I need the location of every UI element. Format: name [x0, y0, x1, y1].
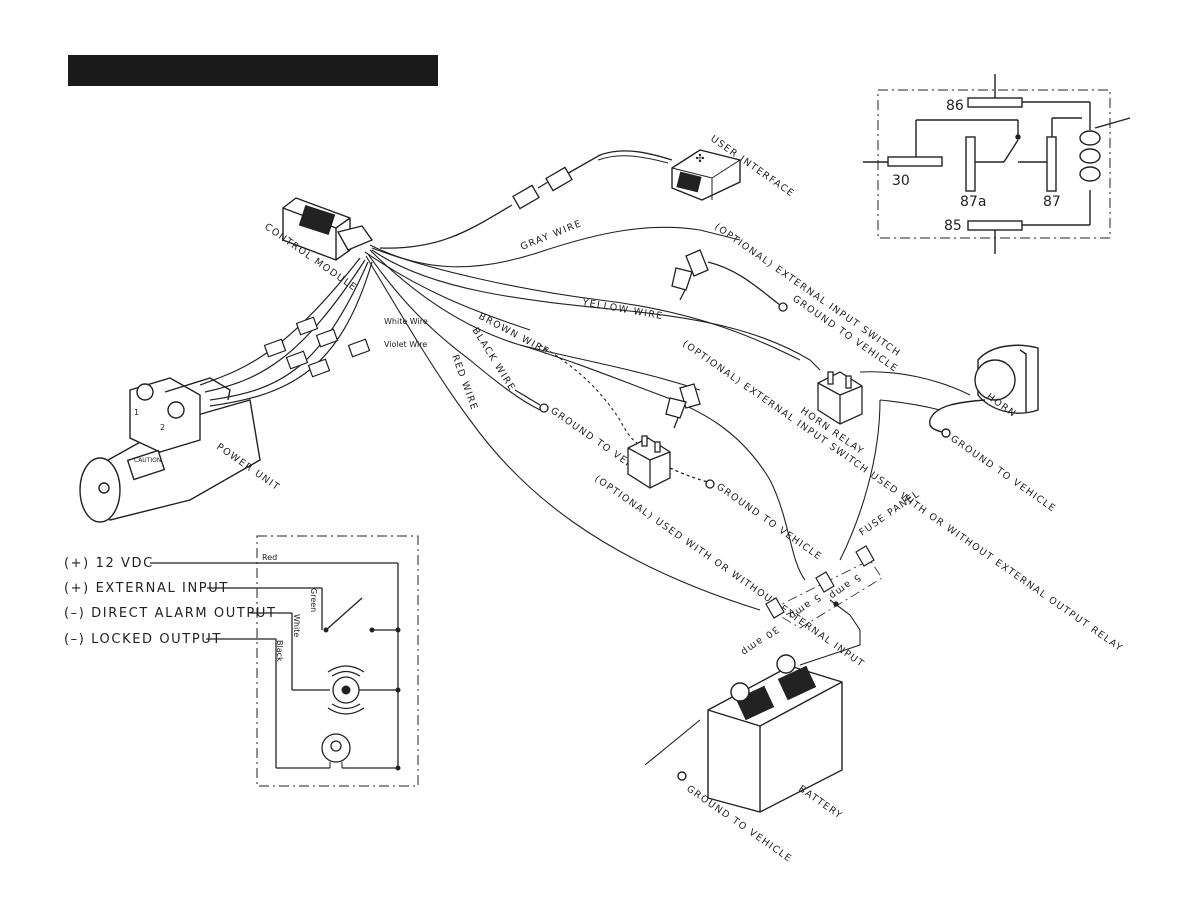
- schematic-box: [150, 535, 419, 787]
- header-bar: [68, 55, 438, 86]
- svg-text:CAUTION: CAUTION: [134, 457, 161, 464]
- ground-label-1: GROUND TO VEHICLE: [790, 293, 900, 374]
- relay-terminal-87: 87: [1043, 194, 1061, 210]
- wire-harness: [364, 226, 971, 766]
- relay-terminal-labels: 86 30 87a 87 85: [892, 98, 1061, 234]
- gray-wire-label: GRAY WIRE: [519, 218, 584, 253]
- violet-wire-label: Violet Wire: [384, 340, 427, 349]
- fuse-panel-label: FUSE PANEL: [857, 488, 922, 538]
- yellow-wire-label: YELLOW WIRE: [580, 297, 664, 322]
- relay-terminal-30: 30: [892, 173, 910, 189]
- svg-text:–: –: [752, 696, 759, 712]
- input-locked-output: (–) LOCKED OUTPUT: [64, 632, 222, 647]
- schematic-labels: (+) 12 VDC (+) EXTERNAL INPUT (–) DIRECT…: [64, 553, 318, 662]
- input-external: (+) EXTERNAL INPUT: [64, 581, 229, 596]
- relay-terminal-86: 86: [946, 98, 964, 114]
- svg-text:✣: ✣: [695, 152, 704, 165]
- optional-switch-top-label: (OPTIONAL) EXTERNAL INPUT SWITCH: [712, 221, 902, 359]
- wire-labels: GRAY WIRE YELLOW WIRE BROWN WIRE BLACK W…: [384, 218, 664, 412]
- ground-label-4: GROUND TO VEHICLE: [948, 433, 1058, 514]
- svg-text:2: 2: [160, 423, 165, 432]
- power-unit-wiring: [199, 257, 373, 407]
- optional-switch-middle: [665, 383, 701, 429]
- optional-relay: [627, 435, 715, 489]
- horn: [928, 344, 1039, 438]
- wire-red: Red: [262, 553, 277, 562]
- wire-white: White: [292, 614, 301, 637]
- ground-terminal-2: [514, 389, 549, 413]
- svg-text:1: 1: [134, 408, 139, 417]
- battery-label: BATTERY: [796, 783, 844, 821]
- ground-label-3: GROUND TO VEHICLE: [714, 481, 824, 562]
- red-wire-label: RED WIRE: [449, 353, 479, 412]
- optional-switch-middle-label: (OPTIONAL) EXTERNAL INPUT SWITCH USED WI…: [680, 338, 1125, 654]
- white-wire-label: White Wire: [384, 317, 428, 326]
- relay-terminal-87a: 87a: [960, 194, 986, 210]
- horn-relay: [817, 371, 863, 425]
- svg-text:+: +: [795, 678, 807, 694]
- optional-switch-top: [671, 249, 788, 312]
- relay-terminal-85: 85: [944, 218, 962, 234]
- wire-black: Black: [275, 640, 284, 662]
- battery: – +: [677, 654, 843, 813]
- user-interface: ✣: [564, 149, 741, 201]
- control-module: [282, 197, 374, 261]
- fuse-30amp: 30 amp: [738, 624, 781, 659]
- ui-connector: [379, 166, 573, 249]
- fuse-panel: [765, 545, 883, 629]
- wire-green: Green: [309, 588, 318, 612]
- power-unit: CAUTION 1 2: [79, 377, 261, 523]
- input-12vdc: (+) 12 VDC: [64, 556, 154, 571]
- relay-diagram: [863, 74, 1131, 254]
- input-direct-alarm: (–) DIRECT ALARM OUTPUT: [64, 606, 277, 621]
